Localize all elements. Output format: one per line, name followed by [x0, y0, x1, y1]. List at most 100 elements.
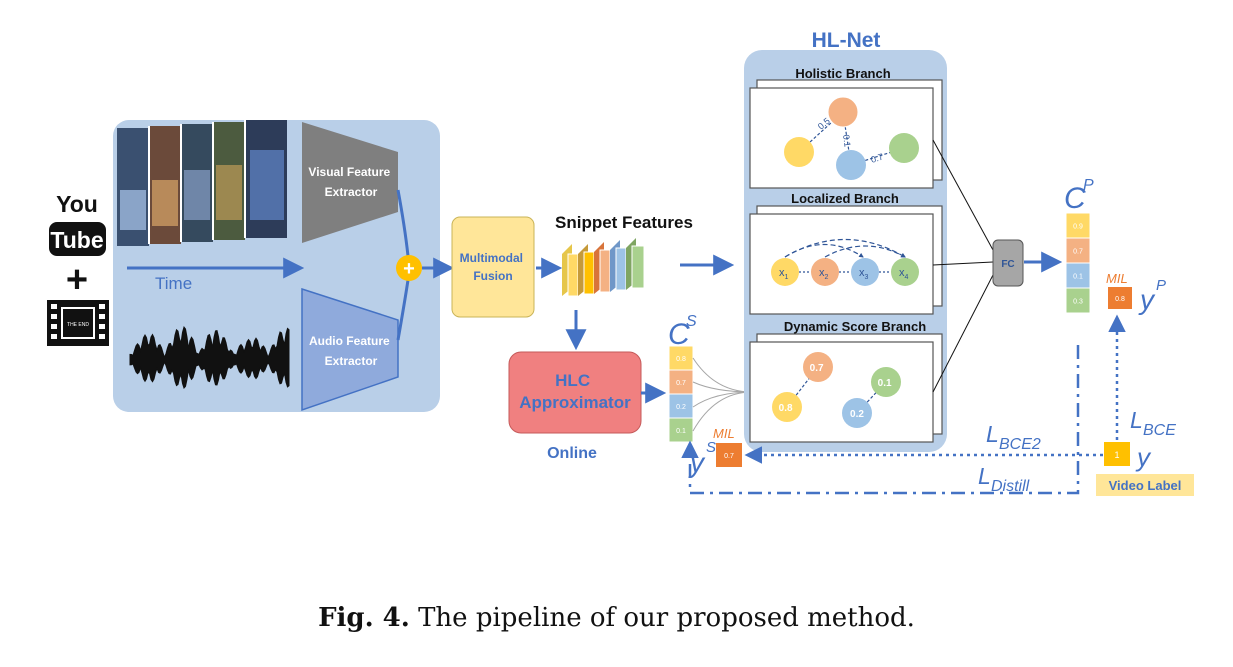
- video-label-box: [1104, 442, 1130, 466]
- audio-waveform: [129, 326, 290, 389]
- holistic-graph: [784, 96, 919, 180]
- video-label-tag: [1096, 474, 1194, 496]
- cs-cell: [668, 417, 694, 443]
- cp-value: 0.1: [1073, 274, 1083, 281]
- dynamic-title: Dynamic Score Branch: [784, 319, 926, 334]
- mil-s-box: [716, 443, 742, 467]
- audio-extractor-line1: Audio Feature: [309, 334, 390, 348]
- localized-graph: [771, 238, 919, 286]
- time-label: Time: [155, 274, 192, 293]
- multimodal-fusion-box: [451, 216, 535, 318]
- mil-p-box: [1108, 287, 1132, 309]
- loc-node-4: x: [899, 267, 905, 279]
- audio-merge-line: [396, 279, 410, 341]
- loc-sub-3: 3: [865, 274, 869, 281]
- hlc-line2: Approximator: [519, 393, 631, 412]
- add-icon: [396, 255, 422, 281]
- loc-sub-1: 1: [785, 274, 789, 281]
- loss-distill-base: L: [978, 463, 991, 489]
- dyn-node-1: 0.7: [810, 363, 824, 374]
- video-label-text: Video Label: [1109, 478, 1182, 493]
- holistic-edge-3: 0.7: [870, 152, 885, 165]
- loc-sub-2: 2: [825, 274, 829, 281]
- cp-sup: P: [1083, 177, 1094, 194]
- loss-bce-sub: BCE: [1143, 422, 1176, 439]
- input-plus: +: [66, 259, 88, 301]
- yp-sup: P: [1156, 277, 1166, 294]
- ys-sup: S: [706, 439, 716, 456]
- svg-text:Visual Feature Extractor: Visual Feature Extractor: [308, 165, 393, 199]
- video-label-value: 1: [1114, 450, 1119, 460]
- audio-extractor-line2: Extractor: [325, 354, 378, 368]
- loss-distill-sub: Distill: [991, 478, 1030, 495]
- audio-extractor: [301, 287, 399, 412]
- mil-p-label: MIL: [1106, 271, 1128, 286]
- cp-cell: [1065, 287, 1091, 314]
- online-label: Online: [547, 445, 597, 462]
- svg-text:x3: x3: [859, 267, 869, 281]
- cs-value: 0.1: [676, 428, 686, 435]
- loc-node-1: x: [779, 267, 785, 279]
- video-frames-stack: [117, 120, 287, 246]
- youtube-logo: [49, 222, 106, 256]
- youtube-tube: Tube: [50, 227, 103, 253]
- dynamic-card: [749, 341, 934, 443]
- cs-sup: S: [686, 313, 697, 330]
- caption-text: The pipeline of our proposed method.: [418, 603, 915, 633]
- fusion-line1: Multimodal: [460, 251, 523, 265]
- visual-extractor-line2: Extractor: [325, 185, 378, 199]
- snippet-feature-blocks: [562, 238, 645, 297]
- svg-text:x1: x1: [779, 267, 789, 281]
- cs-cell: [668, 345, 694, 371]
- loss-bce-base: L: [1130, 407, 1143, 433]
- loc-node-3: x: [859, 267, 865, 279]
- distill-path: [681, 345, 1080, 495]
- cs-cell: [668, 393, 694, 419]
- visual-merge-line: [396, 189, 410, 257]
- ys-base: y: [688, 447, 706, 478]
- cp-cell: [1065, 212, 1091, 239]
- fc-label: FC: [1001, 259, 1014, 270]
- visual-extractor-line1: Visual Feature: [308, 165, 390, 179]
- visual-extractor: [302, 122, 398, 243]
- cp-base: C: [1064, 182, 1086, 215]
- cs-value: 0.7: [676, 380, 686, 387]
- svg-text:Multimodal Fusion: Multimodal Fusion: [460, 251, 527, 283]
- mil-p-value: 0.8: [1115, 296, 1125, 303]
- cp-column: 0.9 0.7 0.1 0.3: [1065, 212, 1091, 314]
- hlc-line1: HLC: [555, 371, 590, 390]
- holistic-edge-2: 0.1: [841, 134, 853, 148]
- mil-s-label: MIL: [713, 426, 735, 441]
- loc-sub-4: 4: [905, 274, 909, 281]
- cp-value: 0.9: [1073, 224, 1083, 231]
- loc-node-2: x: [819, 267, 825, 279]
- cs-column: 0.8 0.7 0.2 0.1: [668, 345, 694, 443]
- cs-base: C: [668, 318, 690, 351]
- caption-label: Fig. 4.: [318, 603, 410, 633]
- snippet-features-label: Snippet Features: [555, 213, 693, 232]
- cp-value: 0.7: [1073, 249, 1083, 256]
- add-glyph: +: [403, 258, 415, 280]
- localized-title: Localized Branch: [791, 191, 899, 206]
- holistic-title: Holistic Branch: [795, 66, 890, 81]
- film-text: THE END: [67, 322, 89, 328]
- svg-text:x4: x4: [899, 267, 909, 281]
- dyn-node-3: 0.8: [779, 403, 793, 414]
- video-y: y: [1135, 442, 1152, 472]
- fc-box: [992, 239, 1024, 287]
- dynamic-graph: [772, 352, 901, 428]
- cs-value: 0.8: [676, 356, 686, 363]
- svg-text:x2: x2: [819, 267, 829, 281]
- dyn-node-4: 0.2: [850, 409, 864, 420]
- mil-s-value: 0.7: [724, 453, 734, 460]
- youtube-you: You: [56, 191, 98, 217]
- fusion-line2: Fusion: [473, 269, 512, 283]
- yp-base: y: [1138, 284, 1156, 315]
- cp-value: 0.3: [1073, 299, 1083, 306]
- svg-text:Audio Feature Extractor: Audio Feature Extractor: [309, 334, 393, 368]
- score-fan-lines: [692, 357, 753, 432]
- cs-value: 0.2: [676, 404, 686, 411]
- dyn-node-2: 0.1: [878, 378, 892, 389]
- film-icon: [47, 300, 109, 346]
